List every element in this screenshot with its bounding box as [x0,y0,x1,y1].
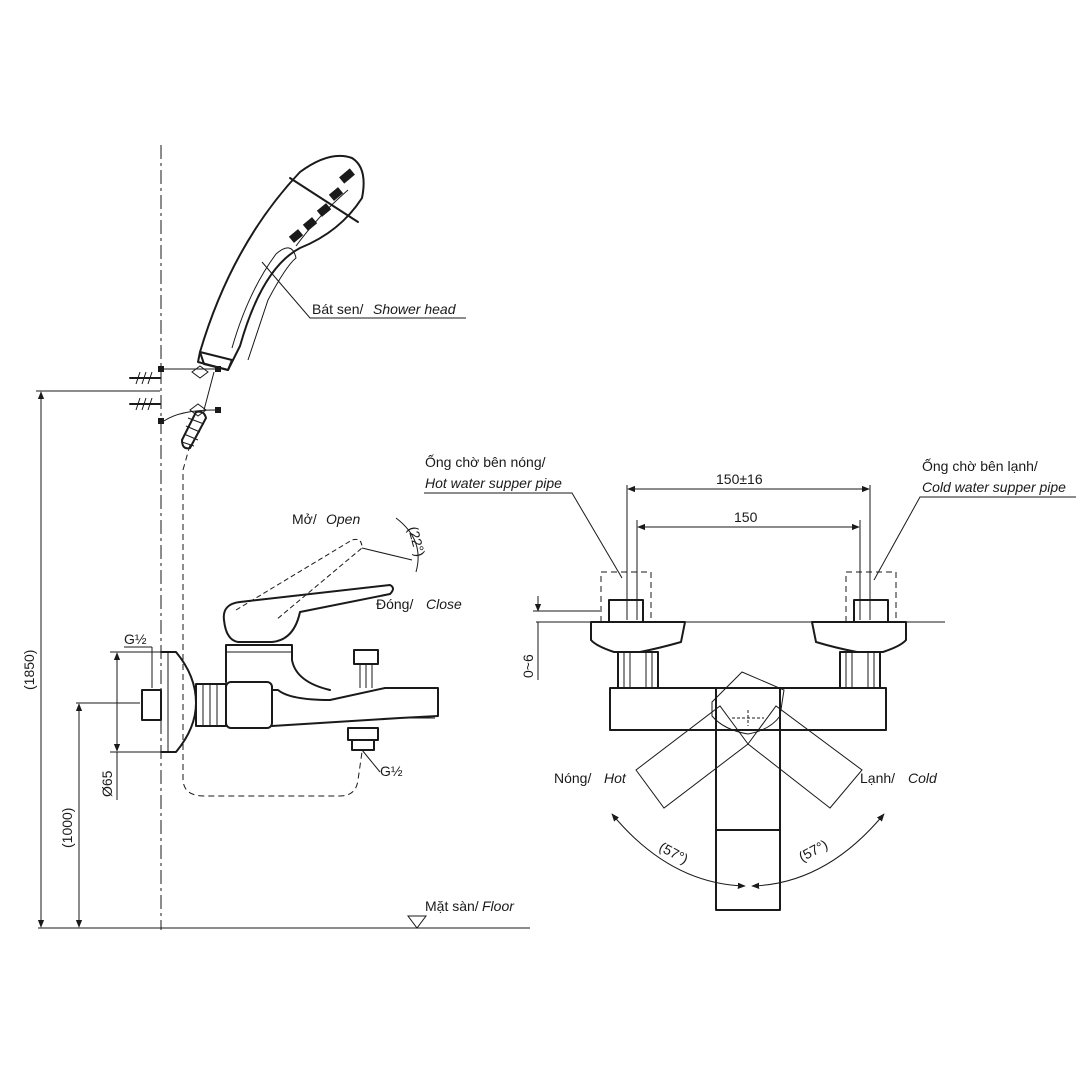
side-view: Mặt sàn/ Floor (1850) (1000) Ø65 G½ [21,145,530,930]
height-1000-dimension [75,702,140,928]
mixer-front-body [609,671,887,911]
close-label-vi: Đóng/ [376,596,413,612]
angle-right-label: (57°) [796,836,830,864]
wall-flange [141,651,197,753]
diameter-65-dimension [110,651,172,800]
dimension-150 [636,520,861,620]
open-label-vi: Mở/ [292,511,317,527]
shower-head [181,154,365,450]
cold-pipe-label-vi: Ống chờ bên lạnh/ [922,457,1038,474]
floor-label-vi: Mặt sàn/ [425,898,479,914]
floor-line [38,915,530,929]
cold-label-vi: Lạnh/ [860,770,895,786]
height-1850-dimension [36,390,160,928]
open-angle-label: (22°) [405,525,428,559]
diameter-65-label: Ø65 [99,770,115,797]
dimension-150-16-label: 150±16 [716,471,763,487]
hot-label-en: Hot [604,770,627,786]
cold-pipe-label-en: Cold water supper pipe [922,479,1066,495]
hot-supply-pipe [590,571,686,689]
height-1850-label: (1850) [21,650,37,690]
close-label-en: Close [426,596,462,612]
dimension-0-6-label: 0~6 [520,654,536,678]
mixer-body [195,538,439,751]
cold-label-en: Cold [908,770,938,786]
handle-angle-arcs [611,813,885,890]
hot-pipe-label-en: Hot water supper pipe [425,475,562,491]
g-half-bottom-label: G½ [380,763,403,779]
open-label-en: Open [326,511,360,527]
dimension-0-6 [533,596,600,680]
shower-head-label-en: Shower head [373,301,457,317]
shower-head-label-vi: Bát sen/ [312,301,363,317]
front-view: 150±16 150 0~6 [424,453,1076,911]
open-angle-dimension [361,517,419,573]
wall-bracket [129,365,221,424]
dimension-150-16 [626,485,871,620]
cold-supply-pipe [811,571,907,689]
floor-label-en: Floor [482,898,515,914]
shower-hose [182,444,363,797]
height-1000-label: (1000) [59,808,75,848]
g-half-top-label: G½ [124,631,147,647]
hot-label-vi: Nóng/ [554,770,591,786]
angle-left-label: (57°) [657,839,691,867]
dimension-150-label: 150 [734,509,758,525]
hot-pipe-label-vi: Ống chờ bên nóng/ [425,453,546,470]
